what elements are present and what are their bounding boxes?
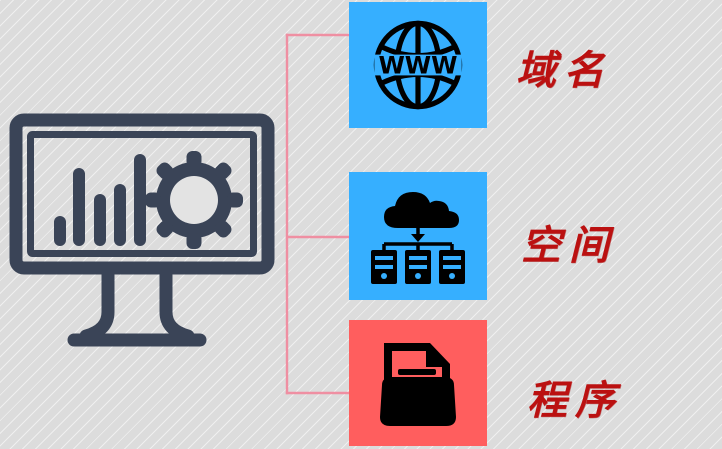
cloud-servers-icon (371, 192, 465, 284)
document-folder-icon (380, 343, 456, 426)
globe-www-icon: WWW (373, 20, 463, 110)
label-domain: 域名 (516, 47, 612, 94)
tile-program[interactable] (349, 320, 487, 446)
svg-text:WWW: WWW (378, 51, 457, 79)
label-program: 程序 (527, 377, 623, 424)
monitor-dashboard-gear-icon (8, 112, 276, 360)
tile-hosting[interactable] (349, 172, 487, 300)
label-hosting: 空间 (521, 222, 617, 269)
tile-domain[interactable]: WWW (349, 2, 487, 128)
